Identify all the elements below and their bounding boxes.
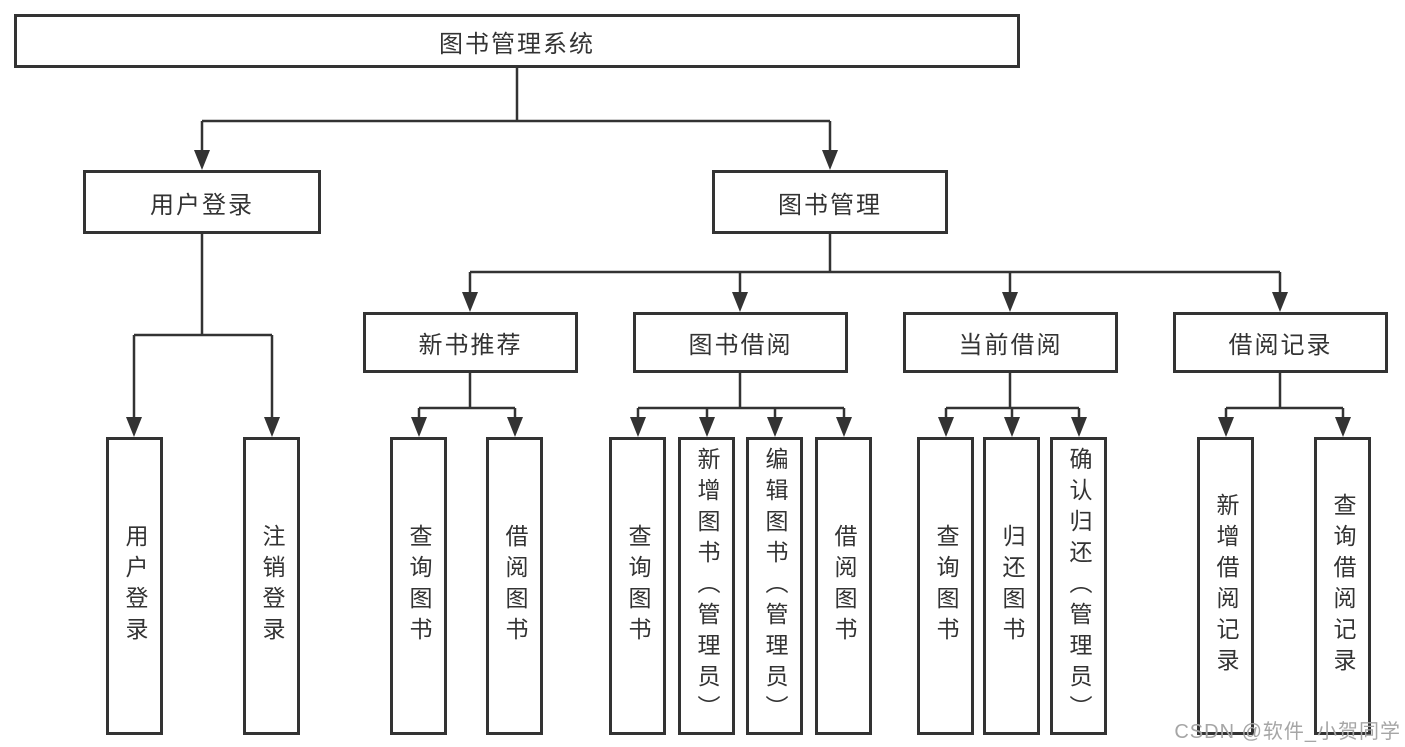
node-book-borrowing: 图书借阅: [633, 312, 848, 373]
leaf-query-books-borrowing: 查询图书: [609, 437, 666, 735]
leaf-borrow-books-borrowing: 借阅图书: [815, 437, 872, 735]
node-label: 当前借阅: [958, 332, 1063, 359]
node-label: 新增图书（管理员）: [694, 446, 720, 726]
node-label: 图书管理系统: [439, 30, 595, 58]
leaf-confirm-return-admin: 确认归还（管理员）: [1050, 437, 1107, 735]
leaf-return-books: 归还图书: [983, 437, 1040, 735]
leaf-edit-book-admin: 编辑图书（管理员）: [746, 437, 803, 735]
node-library-management-system: 图书管理系统: [14, 14, 1020, 68]
leaf-logout: 注销登录: [243, 437, 300, 735]
node-label: 借阅图书: [502, 524, 528, 648]
node-label: 新书推荐: [418, 332, 523, 359]
node-label: 查询借阅记录: [1330, 493, 1356, 679]
node-label: 确认归还（管理员）: [1066, 446, 1092, 726]
node-label: 新增借阅记录: [1213, 493, 1239, 679]
node-new-book-recommendation: 新书推荐: [363, 312, 578, 373]
leaf-query-books-recommendation: 查询图书: [390, 437, 447, 735]
watermark-csdn: CSDN @软件_小贺同学: [1174, 721, 1401, 743]
leaf-borrow-books-recommendation: 借阅图书: [486, 437, 543, 735]
node-label: 查询图书: [933, 524, 959, 648]
node-current-borrowing: 当前借阅: [903, 312, 1118, 373]
node-label: 用户登录: [122, 524, 148, 648]
node-label: 归还图书: [999, 524, 1025, 648]
node-user-login: 用户登录: [83, 170, 321, 234]
leaf-query-borrow-record: 查询借阅记录: [1314, 437, 1371, 735]
node-label: 图书借阅: [688, 332, 793, 359]
leaf-add-borrow-record: 新增借阅记录: [1197, 437, 1254, 735]
node-label: 查询图书: [406, 524, 432, 648]
node-label: 注销登录: [259, 524, 285, 648]
node-label: 借阅图书: [831, 524, 857, 648]
node-label: 用户登录: [150, 191, 254, 219]
leaf-user-login: 用户登录: [106, 437, 163, 735]
node-label: 编辑图书（管理员）: [762, 446, 788, 726]
leaf-add-book-admin: 新增图书（管理员）: [678, 437, 735, 735]
node-book-management: 图书管理: [712, 170, 948, 234]
node-label: 借阅记录: [1228, 332, 1333, 359]
node-borrowing-records: 借阅记录: [1173, 312, 1388, 373]
leaf-query-books-current: 查询图书: [917, 437, 974, 735]
node-label: 查询图书: [625, 524, 651, 648]
node-label: 图书管理: [778, 191, 882, 219]
